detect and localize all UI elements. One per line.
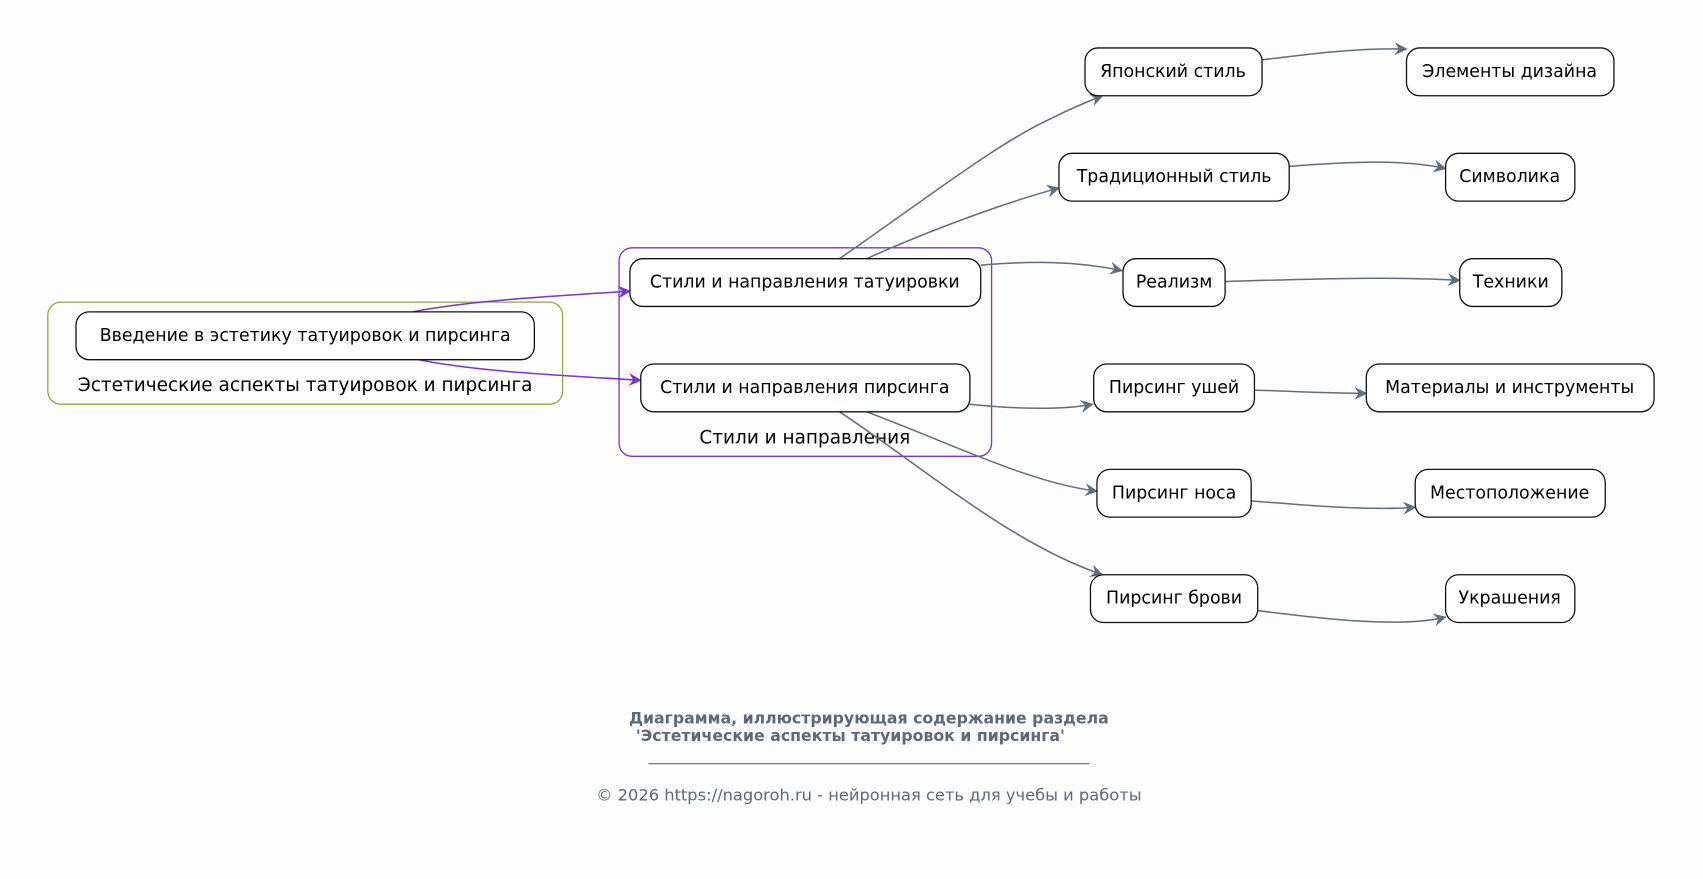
cluster-label: Стили и направления <box>699 427 910 448</box>
node-label: Реализм <box>1136 273 1212 293</box>
node-label: Материалы и инструменты <box>1385 378 1634 398</box>
node-symbolism[interactable]: Символика <box>1444 152 1576 202</box>
node-ear[interactable]: Пирсинг ушей <box>1093 363 1256 413</box>
edge <box>1257 609 1447 627</box>
edge <box>980 261 1124 275</box>
edges <box>412 42 1461 627</box>
cluster-label: Эстетические аспекты татуировок и пирсин… <box>78 375 533 396</box>
cluster-styles: Стили и направления <box>618 247 993 457</box>
node-label: Украшения <box>1458 589 1560 609</box>
copyright: © 2026 https://nagoroh.ru - нейронная се… <box>596 786 1141 805</box>
node-label: Стили и направления татуировки <box>650 273 960 293</box>
node-brow[interactable]: Пирсинг брови <box>1089 574 1259 624</box>
node-piercing-styles[interactable]: Стили и направления пирсинга <box>640 363 971 413</box>
edge <box>839 94 1104 260</box>
edge <box>417 358 642 387</box>
node-label: Элементы дизайна <box>1422 62 1597 82</box>
node-label: Стили и направления пирсинга <box>660 378 949 398</box>
edge <box>1254 386 1368 400</box>
edge <box>1251 500 1417 515</box>
edge <box>839 411 1104 578</box>
node-design[interactable]: Элементы дизайна <box>1405 47 1615 97</box>
node-label: Пирсинг брови <box>1106 589 1242 609</box>
node-intro[interactable]: Введение в эстетику татуировок и пирсинг… <box>75 311 536 361</box>
node-label: Техники <box>1472 273 1549 293</box>
node-japanese[interactable]: Японский стиль <box>1084 47 1263 97</box>
node-jewelry[interactable]: Украшения <box>1444 574 1576 624</box>
edge <box>1261 42 1408 61</box>
footer-title-line1: Диаграмма, иллюстрирующая содержание раз… <box>629 709 1109 728</box>
edge <box>866 184 1060 260</box>
node-techniques[interactable]: Техники <box>1459 258 1563 308</box>
node-realism[interactable]: Реализм <box>1122 258 1226 308</box>
node-label: Пирсинг носа <box>1112 483 1236 503</box>
edge <box>1225 273 1461 287</box>
edge <box>412 285 632 313</box>
node-label: Символика <box>1459 167 1560 187</box>
edge <box>969 400 1094 413</box>
node-label: Пирсинг ушей <box>1109 378 1239 398</box>
node-nose[interactable]: Пирсинг носа <box>1096 468 1252 518</box>
node-label: Японский стиль <box>1100 62 1246 82</box>
edge <box>866 411 1099 497</box>
footer: Диаграмма, иллюстрирующая содержание раз… <box>596 709 1141 805</box>
cluster-aesthetics: Эстетические аспекты татуировок и пирсин… <box>47 301 564 405</box>
node-label: Местоположение <box>1430 483 1589 503</box>
footer-title-line2: 'Эстетические аспекты татуировок и пирси… <box>636 726 1065 745</box>
node-label: Традиционный стиль <box>1076 167 1272 187</box>
node-tattoo-styles[interactable]: Стили и направления татуировки <box>629 258 982 308</box>
edge <box>1289 159 1447 173</box>
node-traditional[interactable]: Традиционный стиль <box>1058 152 1290 202</box>
node-materials[interactable]: Материалы и инструменты <box>1365 363 1655 413</box>
node-location[interactable]: Местоположение <box>1414 468 1606 518</box>
node-label: Введение в эстетику татуировок и пирсинг… <box>100 326 511 346</box>
